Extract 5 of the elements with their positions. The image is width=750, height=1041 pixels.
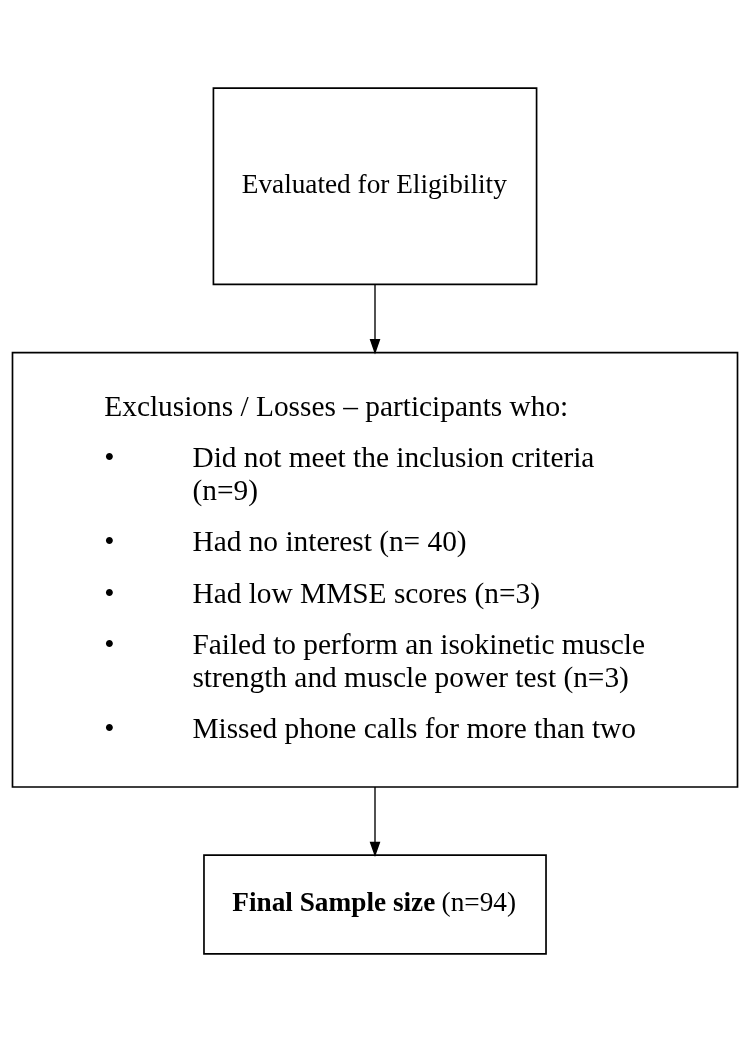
node-box: Final Sample size (n=94) bbox=[203, 853, 547, 955]
node-box: Exclusions / Losses – participants who: • Did not meet the inclusion criteria (n=9) • Had no interest (n= 40) • Had low MMSE scores (n=3) • Failed to perform an isokinetic muscle strength and muscle power test (n=3) • Missed phone calls for more than two bbox=[11, 351, 739, 788]
node-box: Evaluated for Eligibility bbox=[212, 86, 538, 285]
arrow bbox=[369, 785, 381, 857]
arrow bbox=[369, 283, 381, 354]
